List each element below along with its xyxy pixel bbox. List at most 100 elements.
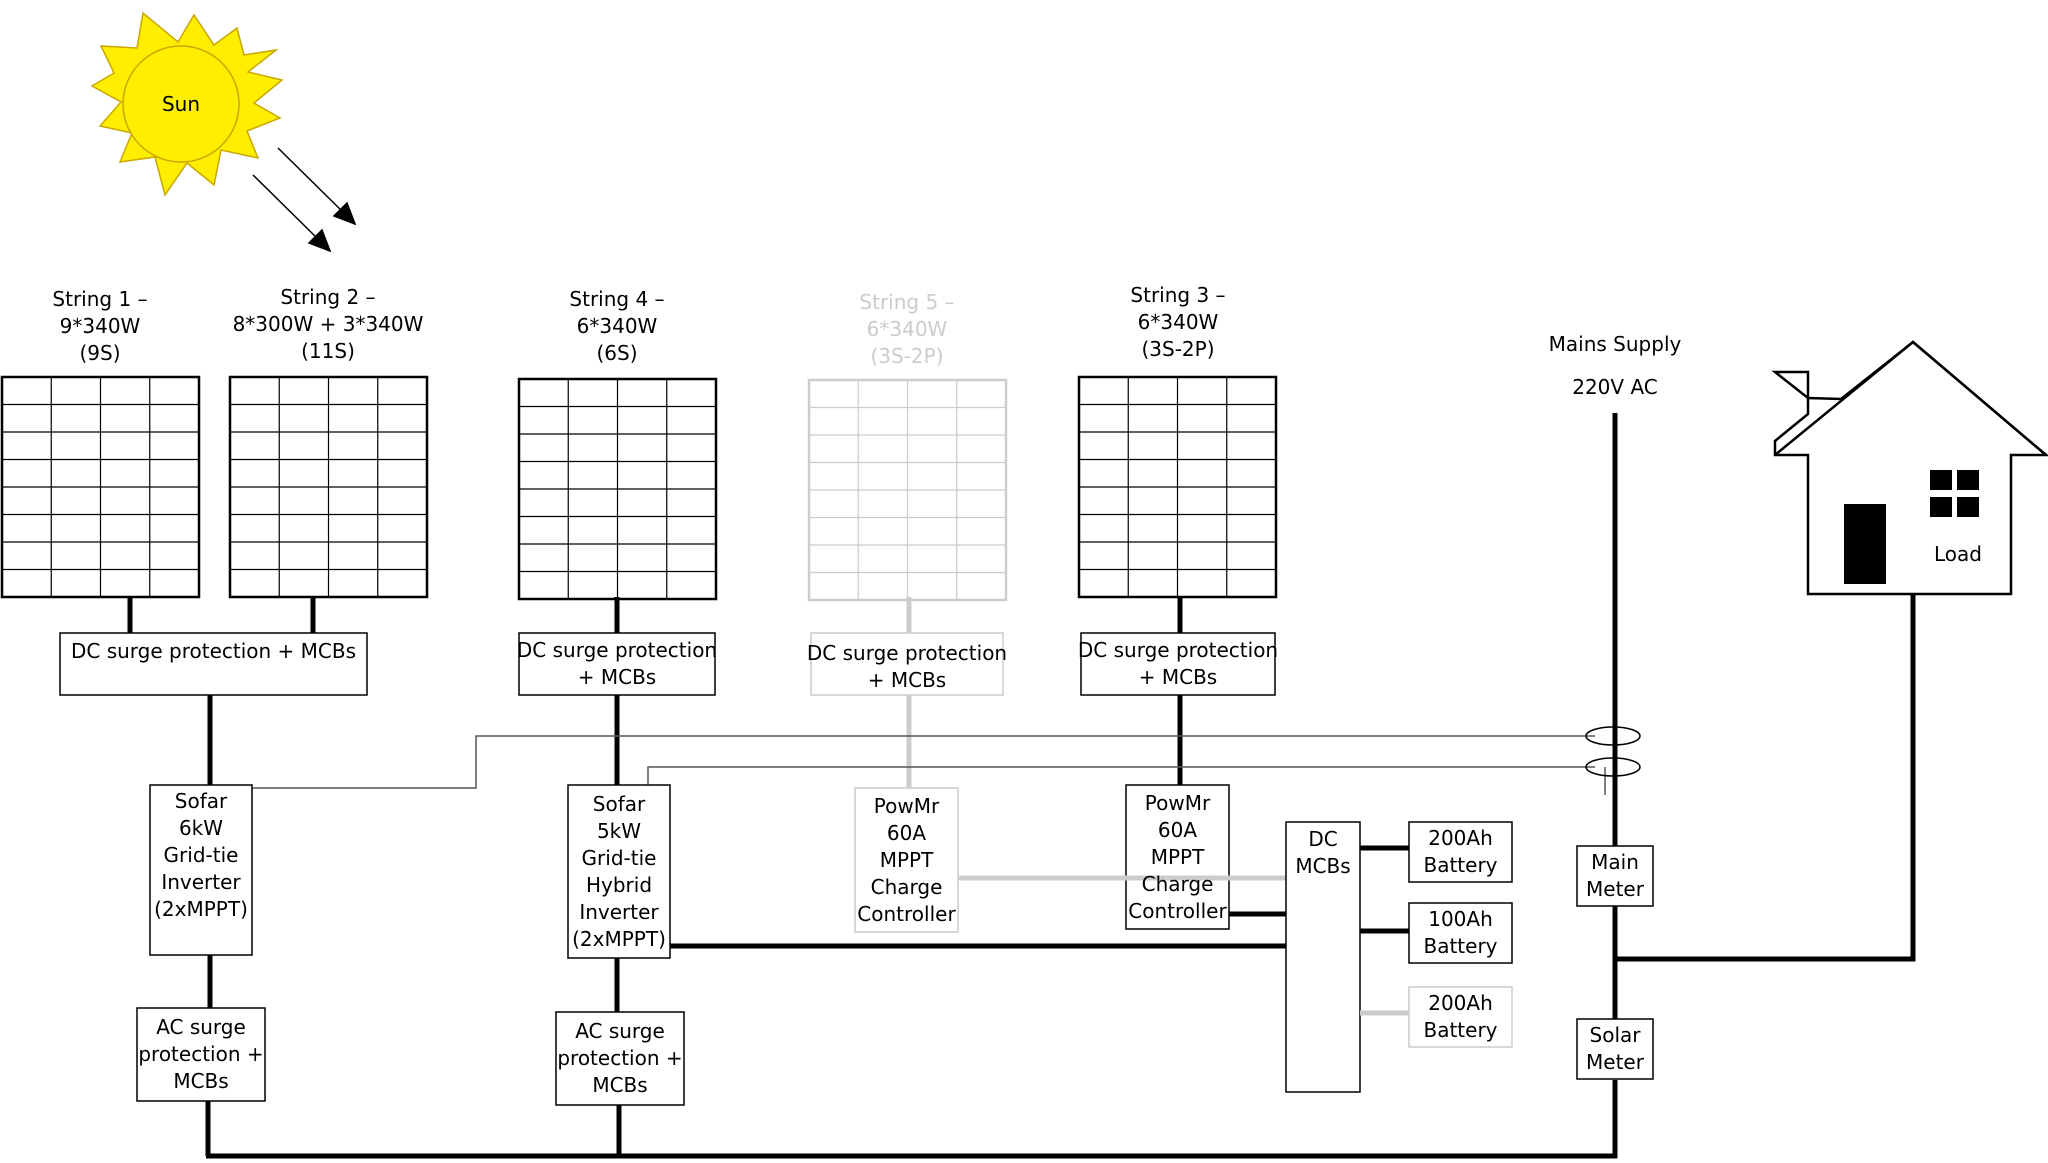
cc-faded-l3: MPPT	[879, 847, 934, 872]
panel-connectors	[127, 597, 1183, 633]
sofar5-l4: Hybrid	[585, 872, 653, 897]
ac-bus	[205, 1080, 1618, 1159]
sofar6-l2: 6kW	[178, 815, 224, 840]
dc-protection-d-text: DC surge protection + MCBs	[1077, 633, 1279, 695]
battery-200ah-faded	[1408, 986, 1513, 1048]
sofar5-l6: (2xMPPT)	[572, 926, 666, 951]
dc-protection-box-a	[59, 632, 368, 696]
string-4-title: String 4 – 6*340W (6S)	[527, 286, 707, 367]
dc-protection-b-line2: + MCBs	[577, 665, 657, 689]
battery-200ah-faded-text: 200Ah Battery	[1409, 987, 1512, 1047]
house-window	[1930, 470, 1979, 517]
string-2-line3: (11S)	[301, 339, 355, 363]
solar-panel-string-1	[0, 375, 201, 599]
solar-meter-text: Solar Meter	[1577, 1019, 1653, 1079]
main-meter-text: Main Meter	[1577, 846, 1653, 906]
dc-protection-d-line1: DC surge protection	[1077, 638, 1279, 662]
inverter-sofar-6kw	[149, 784, 253, 956]
charge-controller-faded-text: PowMr 60A MPPT Charge Controller	[855, 788, 958, 932]
string-4-line2: 6*340W	[576, 314, 658, 338]
string-5-title: String 5 – 6*340W (3S-2P)	[817, 289, 997, 370]
solar-panel-string-5	[807, 378, 1008, 602]
sun-label: Sun	[161, 92, 201, 116]
dc-protection-b-line1: DC surge protection	[516, 638, 718, 662]
ac-b-l3: MCBs	[592, 1073, 648, 1097]
sun-icon	[90, 11, 284, 197]
cc-faded-l1: PowMr	[873, 793, 940, 818]
dc-protection-d-line2: + MCBs	[1138, 665, 1218, 689]
sofar5-l1: Sofar	[592, 791, 646, 816]
battery1-l1: 200Ah	[1428, 826, 1493, 850]
battery-100ah-text: 100Ah Battery	[1409, 903, 1512, 963]
string-5-line2: 6*340W	[866, 317, 948, 341]
house-icon	[1771, 340, 2048, 596]
mains-line	[1612, 413, 1916, 1019]
ac-a-l3: MCBs	[173, 1069, 229, 1093]
solar-panel-string-3	[1077, 375, 1278, 599]
string-5-line1: String 5 –	[859, 290, 955, 314]
ac-protection-box-a	[136, 1007, 266, 1102]
charge-controller-active	[1125, 784, 1230, 930]
cc-faded-l4: Charge	[870, 874, 943, 899]
string-1-line2: 9*340W	[59, 314, 141, 338]
dc-protection-c-text: DC surge protection + MCBs	[807, 636, 1007, 698]
solar-panel-string-2	[228, 375, 429, 599]
dc-mcbs-box	[1285, 821, 1361, 1093]
string-4-line1: String 4 –	[569, 287, 665, 311]
mains-supply-title: Mains Supply	[1548, 332, 1682, 356]
cc-active-l4: Charge	[1141, 871, 1214, 896]
house-load-label: Load	[1934, 542, 1982, 566]
dc-protection-a-line1: DC surge protection + MCBs	[70, 638, 357, 663]
string-4-line3: (6S)	[596, 341, 638, 365]
string-1-line3: (9S)	[79, 341, 121, 365]
sofar6-l1: Sofar	[174, 788, 228, 813]
ac-b-l2: protection +	[557, 1046, 683, 1070]
mains-voltage: 220V AC	[1572, 375, 1658, 399]
main-meter-l2: Meter	[1586, 877, 1644, 901]
dc-protection-c-line1: DC surge protection	[806, 641, 1008, 665]
sofar5-l2: 5kW	[596, 818, 642, 843]
charge-controller-active-text: PowMr 60A MPPT Charge Controller	[1126, 785, 1229, 929]
ac-a-l1: AC surge	[156, 1015, 246, 1039]
cc-active-l1: PowMr	[1144, 790, 1211, 815]
dc-protection-box-b	[518, 632, 716, 696]
inverter-sofar-6kw-text: Sofar 6kW Grid-tie Inverter (2xMPPT)	[150, 785, 252, 925]
battery-100ah	[1408, 902, 1513, 964]
string-3-line1: String 3 –	[1130, 283, 1226, 307]
string-3-line2: 6*340W	[1137, 310, 1219, 334]
main-meter-box	[1576, 845, 1654, 907]
sofar5-l5: Inverter	[579, 899, 659, 924]
dc-mcbs-l2: MCBs	[1295, 854, 1351, 878]
string-1-line1: String 1 –	[52, 287, 148, 311]
battery2-l1: 100Ah	[1428, 907, 1493, 931]
sofar6-l4: Inverter	[161, 869, 241, 894]
sofar5-l3: Grid-tie	[581, 845, 657, 870]
cc-active-l3: MPPT	[1150, 844, 1205, 869]
sunlight-arrows	[252, 147, 357, 253]
dc-protection-c-line2: + MCBs	[867, 668, 947, 692]
battery1-l2: Battery	[1423, 853, 1498, 877]
battery-200ah	[1408, 821, 1513, 883]
cc-active-l2: 60A	[1157, 817, 1198, 842]
string-3-line3: (3S-2P)	[1141, 337, 1215, 361]
charge-controller-faded	[854, 787, 959, 933]
dc-protection-b-text: DC surge protection + MCBs	[516, 633, 718, 695]
ac-protection-box-b	[555, 1011, 685, 1106]
dc-protection-box-d	[1080, 632, 1276, 696]
sofar6-l5: (2xMPPT)	[154, 896, 248, 921]
cc-active-l5: Controller	[1128, 898, 1227, 923]
solar-panel-string-4	[517, 377, 718, 601]
main-meter-l1: Main	[1591, 850, 1639, 874]
monitoring-wires	[252, 735, 1606, 795]
string-5-line3: (3S-2P)	[870, 344, 944, 368]
solar-meter-l1: Solar	[1589, 1023, 1641, 1047]
solar-meter-box	[1576, 1018, 1654, 1080]
battery-200ah-text: 200Ah Battery	[1409, 822, 1512, 882]
ac-a-l2: protection +	[138, 1042, 264, 1066]
string-3-title: String 3 – 6*340W (3S-2P)	[1088, 282, 1268, 363]
dc-mcbs-text: DC MCBs	[1286, 822, 1360, 884]
dc-mcbs-l1: DC	[1308, 827, 1338, 851]
ac-protection-b-text: AC surge protection + MCBs	[556, 1012, 684, 1105]
